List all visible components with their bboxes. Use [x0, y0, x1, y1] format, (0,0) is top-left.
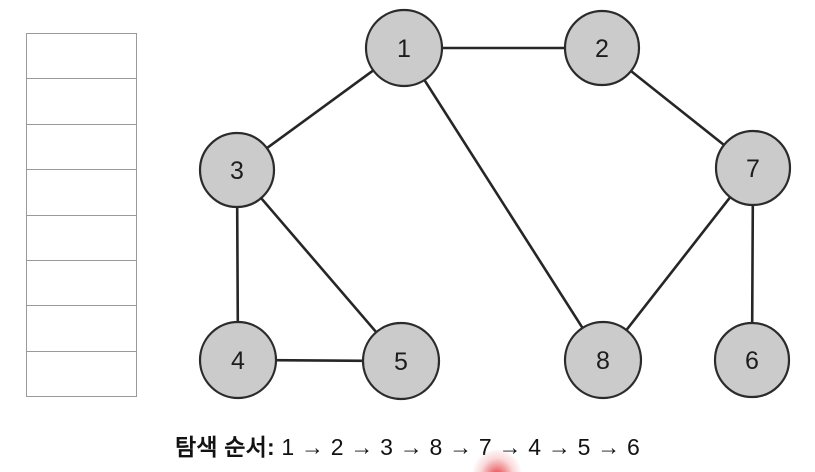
visit-order-stack: [26, 33, 137, 397]
caption-sequence: 1 → 2 → 3 → 8 → 7 → 4 → 5 → 6: [274, 434, 641, 460]
stack-cell-1: [27, 34, 136, 80]
stack-cell-5: [27, 215, 136, 261]
caption-label: 탐색 순서:: [174, 434, 275, 460]
stack-cell-4: [27, 170, 136, 216]
graph-node-label-3: 3: [230, 157, 244, 185]
graph-node-label-7: 7: [746, 155, 760, 183]
graph-edge-2-7: [628, 68, 727, 148]
graph-node-circle-8[interactable]: [563, 320, 643, 400]
graph-node-6[interactable]: 6: [713, 321, 791, 399]
graph-node-circle-2[interactable]: [563, 9, 641, 87]
graph-node-label-5: 5: [394, 348, 408, 376]
graph-node-layer: 1 2 3 4 5 6 7 8: [198, 8, 792, 401]
stack-cell-2: [27, 79, 136, 125]
graph-node-label-8: 8: [596, 347, 610, 375]
graph-node-circle-3[interactable]: [198, 131, 276, 209]
graph-node-3[interactable]: 3: [198, 131, 276, 209]
graph-node-circle-6[interactable]: [713, 321, 791, 399]
graph-node-4[interactable]: 4: [198, 320, 278, 400]
graph-node-8[interactable]: 8: [563, 320, 643, 400]
graph-edge-1-8: [422, 77, 585, 331]
stack-cell-7: [27, 306, 136, 352]
graph-edge-1-3: [263, 67, 377, 151]
graph-edge-3-5: [258, 195, 379, 335]
stack-cell-6: [27, 260, 136, 307]
graph-node-label-6: 6: [745, 347, 759, 375]
stack-cell-8: [27, 351, 136, 396]
graph-node-1[interactable]: 1: [364, 8, 444, 88]
graph-edge-4-5: [272, 358, 367, 363]
graph-node-5[interactable]: 5: [361, 321, 441, 401]
graph-edge-7-6: [750, 201, 755, 327]
graph-edge-7-8: [623, 194, 733, 333]
graph-node-circle-1[interactable]: [364, 8, 444, 88]
graph-node-label-2: 2: [595, 35, 609, 63]
graph-node-label-4: 4: [231, 347, 245, 375]
graph-edge-layer: [235, 46, 755, 363]
graph-node-circle-7[interactable]: [714, 129, 792, 207]
graph-edge-3-4: [235, 203, 240, 326]
graph-node-7[interactable]: 7: [714, 129, 792, 207]
graph-node-circle-4[interactable]: [198, 320, 278, 400]
graph-node-circle-5[interactable]: [361, 321, 441, 401]
graph-node-2[interactable]: 2: [563, 9, 641, 87]
traversal-order-caption: 탐색 순서: 1 → 2 → 3 → 8 → 7 → 4 → 5 → 6: [0, 428, 815, 462]
stack-cell-3: [27, 124, 136, 171]
graph-node-label-1: 1: [397, 35, 411, 63]
